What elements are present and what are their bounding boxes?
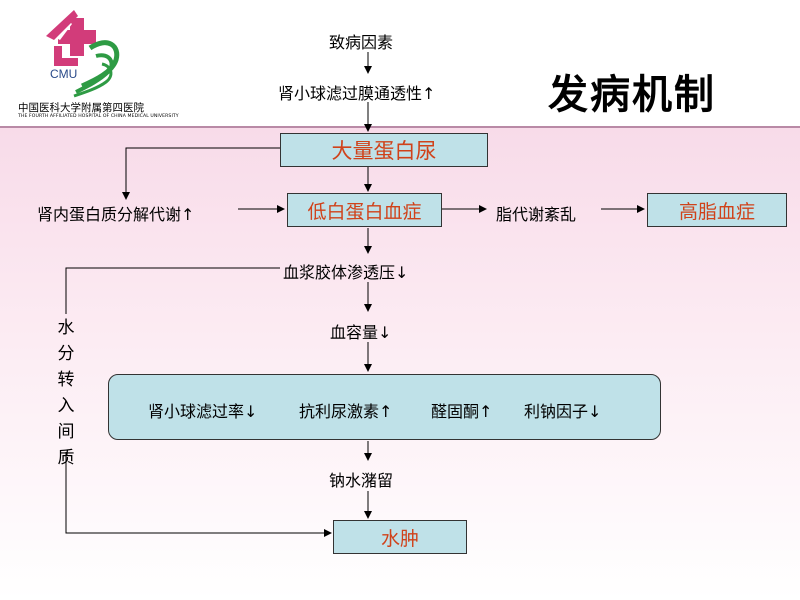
node-blood-volume: 血容量↓ xyxy=(330,323,392,342)
node-sodium-water-retention: 钠水潴留 xyxy=(329,471,394,490)
node-plasma-osmotic-pressure: 血浆胶体渗透压↓ xyxy=(283,263,409,282)
line-n8-side xyxy=(65,267,280,314)
header-background xyxy=(0,0,800,128)
item-adh: 抗利尿激素↑ xyxy=(299,402,393,421)
node-lipid-disorder: 脂代谢紊乱 xyxy=(496,205,577,224)
node-compensation-box xyxy=(108,374,661,440)
item-aldosterone: 醛固酮↑ xyxy=(431,402,493,421)
item-natriuretic-factor: 利钠因子↓ xyxy=(524,402,602,421)
hospital-logo: CMU xyxy=(46,10,120,98)
logo-chinese-name: 中国医科大学附属第四医院 xyxy=(18,102,144,114)
item-gfr: 肾小球滤过率↓ xyxy=(148,402,258,421)
node-pathogenic-factors: 致病因素 xyxy=(329,33,394,52)
side-label-water-to-interstitium: 水分转入间质 xyxy=(57,318,75,468)
node-renal-protein-catabolism: 肾内蛋白质分解代谢↑ xyxy=(37,205,195,224)
logo-text: CMU xyxy=(50,67,77,81)
arrow-n3-n4 xyxy=(122,147,280,200)
node-edema: 水肿 xyxy=(333,520,467,554)
node-massive-proteinuria: 大量蛋白尿 xyxy=(280,133,488,167)
arrow-side-n12 xyxy=(65,452,332,537)
node-hypoalbuminemia: 低白蛋白血症 xyxy=(287,193,442,227)
node-hyperlipidemia: 高脂血症 xyxy=(647,193,787,227)
node-glomerular-permeability: 肾小球滤过膜通透性↑ xyxy=(278,84,436,103)
header-divider xyxy=(0,126,800,128)
logo-english-name: THE FOURTH AFFILIATED HOSPITAL OF CHINA … xyxy=(18,114,179,119)
page-title: 发病机制 xyxy=(548,71,716,118)
